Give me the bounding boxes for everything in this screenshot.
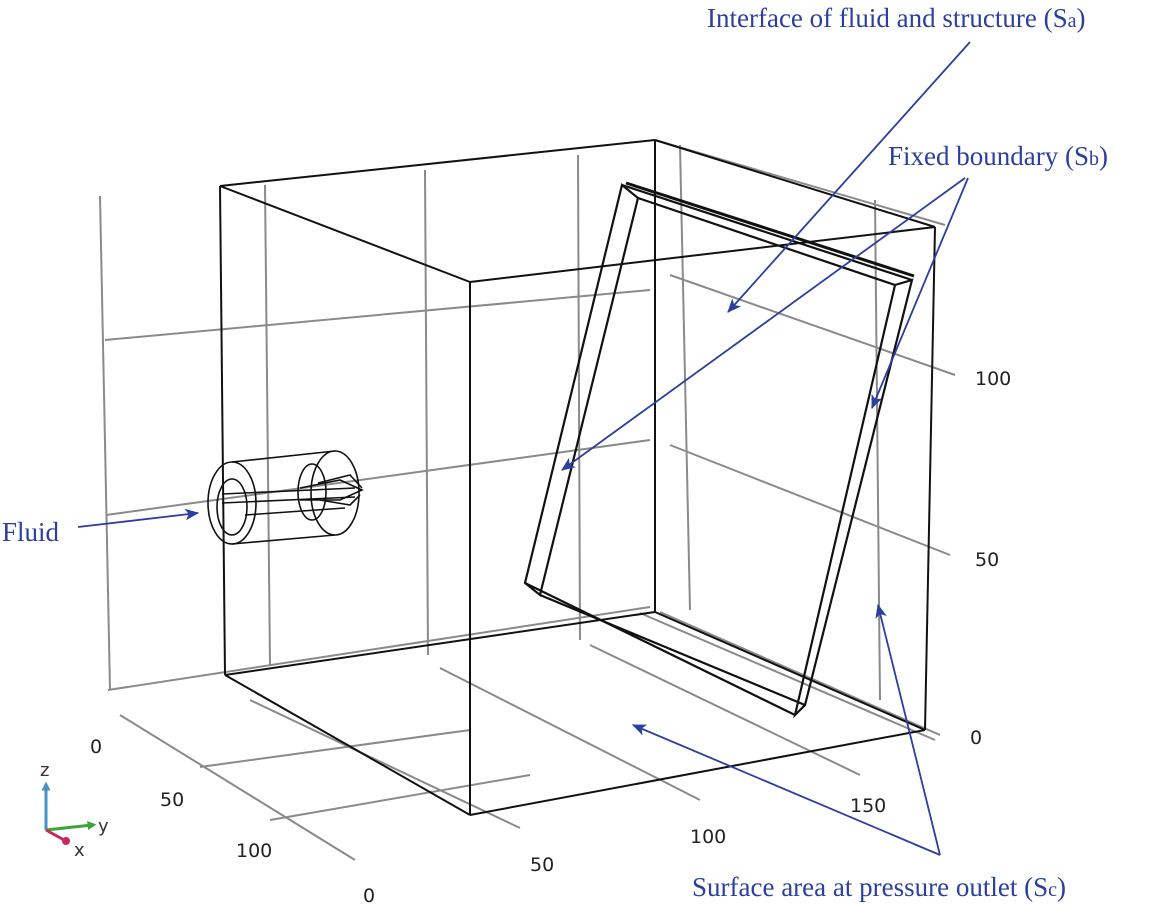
y-tick-150: 150 [850,795,886,817]
pressure-outlet-label: Surface area at pressure outlet (Sc) [692,872,1066,902]
triad-y-label: y [98,816,109,837]
triad-z-label: z [40,760,49,781]
x-axis-tick-labels: 0 50 100 [90,736,272,862]
grid-lines [99,139,956,861]
fluid-label: Fluid [2,517,60,547]
inlet-pipe [207,450,364,545]
x-tick-0: 0 [90,736,102,758]
x-tick-100: 100 [236,840,272,862]
triad-x-dot [62,837,70,845]
z-axis-tick-labels: 100 50 0 [970,368,1011,749]
axis-triad: z y x [40,760,109,861]
interface-label: Interface of fluid and structure (Sa) [707,3,1086,33]
y-tick-100: 100 [690,826,726,848]
triad-x-label: x [74,840,85,861]
fluid-domain-box [219,139,936,816]
y-axis-tick-labels: 0 50 100 150 [363,795,886,904]
z-tick-100: 100 [975,368,1011,390]
interface-arrow [727,41,971,313]
annotation-arrows [77,41,971,856]
z-tick-0: 0 [970,727,982,749]
y-tick-50: 50 [530,854,554,876]
triad-x-stub [45,828,65,842]
z-tick-50: 50 [975,549,999,571]
fixed-boundary-label: Fixed boundary (Sb) [888,141,1108,171]
outlet-arrow-wall [875,603,941,856]
outlet-arrow-floor [631,724,941,856]
triad-y-arrow [45,821,97,832]
elastic-plate [523,181,915,719]
fixed-arrow-left [561,177,966,471]
x-tick-50: 50 [160,789,184,811]
fixed-arrow-right [871,177,969,410]
y-tick-0: 0 [363,885,375,904]
fluid-arrow [77,508,200,528]
